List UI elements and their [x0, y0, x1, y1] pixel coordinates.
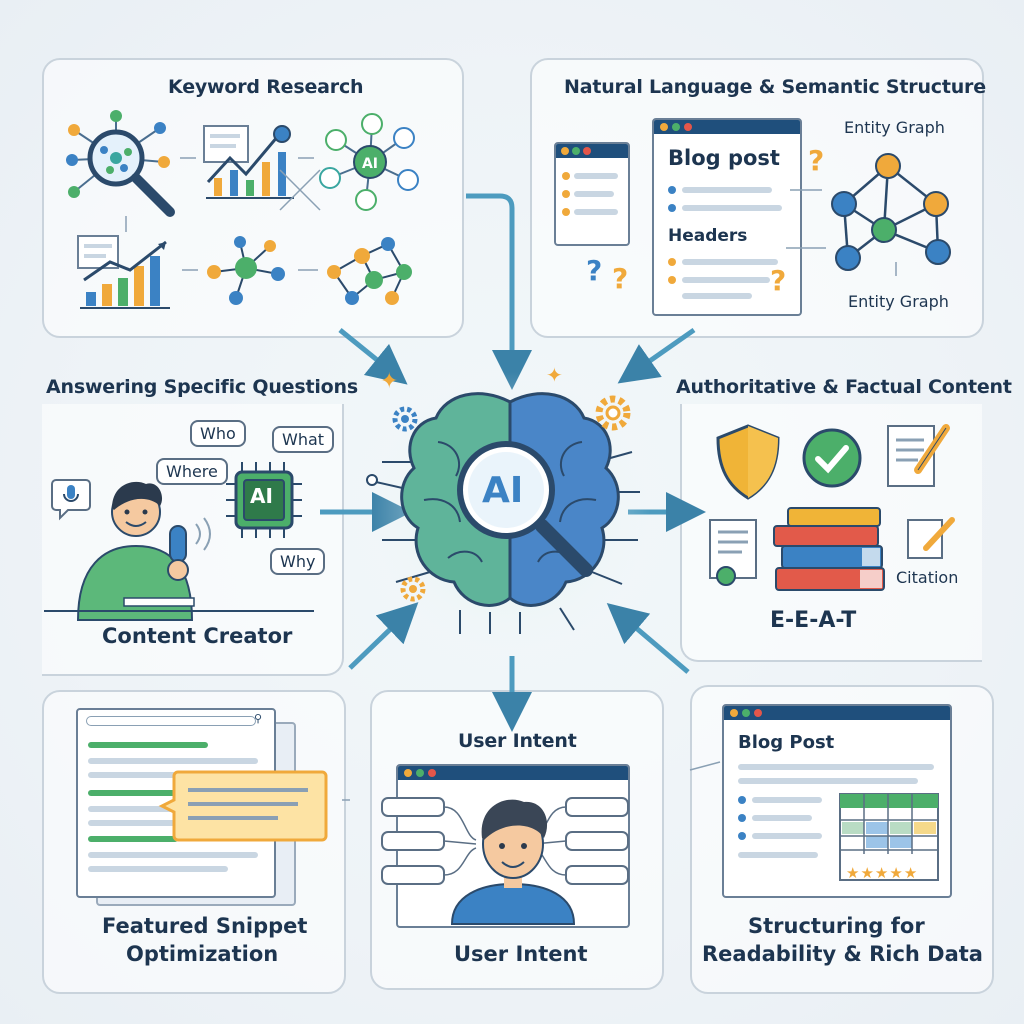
where-bubble: Where [156, 458, 228, 485]
questions-title: Answering Specific Questions [46, 376, 358, 398]
central-ai-brain: ✦ ✦ [366, 363, 650, 652]
question-marks-icon: ? ? ? ? [586, 144, 824, 297]
citation-label: Citation [896, 568, 959, 587]
structuring-caption-line2: Readability & Rich Data [702, 942, 983, 966]
window-titlebar [556, 144, 628, 158]
user-intent-caption: User Intent [454, 942, 588, 966]
snippet-caption-line2: Optimization [126, 942, 279, 966]
shield-icon [716, 424, 780, 500]
why-bubble: Why [270, 548, 326, 575]
star-icon: ★ [846, 864, 861, 882]
svg-text:?: ? [770, 264, 786, 297]
entity-graph-icon [786, 153, 951, 276]
svg-text:✦: ✦ [380, 369, 398, 394]
rating-stars: ★★★★★ [846, 864, 918, 882]
gear-icon [392, 406, 418, 432]
svg-text:?: ? [612, 262, 628, 295]
user-avatar [450, 799, 576, 925]
document-edit-icon [887, 424, 950, 487]
entity-graph-label-bottom: Entity Graph [848, 292, 949, 311]
eeat-caption: E-E-A-T [770, 608, 857, 633]
magnifier-network-icon [66, 110, 175, 217]
svg-text:?: ? [586, 254, 602, 287]
small-document-window [554, 142, 630, 246]
star-icon: ★ [860, 864, 875, 882]
certificate-icon [709, 519, 757, 586]
citation-icon [907, 517, 955, 559]
star-icon: ★ [889, 864, 904, 882]
gear-icon [595, 395, 631, 431]
trend-chart-icon [203, 125, 294, 199]
keyword-research-title: Keyword Research [168, 76, 364, 98]
content-creator-caption: Content Creator [102, 624, 293, 648]
window-titlebar [654, 120, 800, 134]
desk-line [44, 610, 314, 612]
ai-chip-icon [226, 462, 302, 538]
svg-text:?: ? [808, 144, 824, 177]
user-intent-connectors [381, 797, 629, 885]
ai-chip-label: AI [250, 484, 273, 508]
authoritative-title: Authoritative & Factual Content [676, 376, 1012, 398]
complex-network-icon [327, 237, 412, 305]
what-bubble: What [272, 426, 335, 453]
ai-network-icon: AI [319, 113, 419, 211]
structured-blog-title: Blog Post [738, 732, 835, 753]
entity-graph-label-top: Entity Graph [844, 118, 945, 137]
check-icon [802, 428, 862, 488]
who-bubble: Who [190, 420, 246, 447]
star-icon: ★ [903, 864, 919, 882]
content-creator-figure [76, 481, 211, 621]
network-icon [207, 236, 285, 305]
structuring-caption-line1: Structuring for [748, 914, 925, 938]
keyword-flow-arrows [125, 157, 321, 271]
svg-text:✦: ✦ [546, 363, 563, 387]
gear-icon [400, 576, 426, 602]
user-intent-title: User Intent [458, 730, 577, 752]
snippet-caption-line1: Featured Snippet [102, 914, 308, 938]
search-bar [86, 716, 256, 726]
blog-post-window: Blog post Headers [652, 118, 802, 316]
featured-snippet-callout [158, 770, 328, 842]
blog-post-title: Blog post [668, 146, 780, 170]
svg-text:AI: AI [362, 156, 378, 172]
bar-chart-icon [77, 235, 170, 309]
search-icon: ⚲ [254, 712, 263, 725]
books-icon [773, 507, 885, 591]
semantic-structure-title: Natural Language & Semantic Structure [564, 76, 986, 98]
window-titlebar [724, 706, 950, 720]
rich-data-table [839, 793, 939, 881]
star-icon: ★ [874, 864, 890, 882]
headers-label: Headers [668, 226, 748, 246]
central-ai-label: AI [482, 470, 524, 511]
window-titlebar [398, 766, 628, 780]
microphone-icon [51, 479, 91, 521]
